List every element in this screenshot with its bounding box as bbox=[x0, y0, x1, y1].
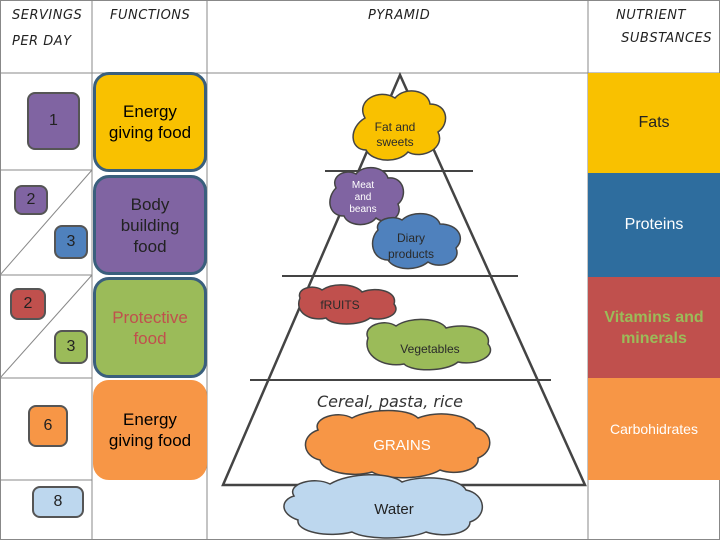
grains-cloud bbox=[304, 409, 491, 479]
meat-beans-label: Meat and beans bbox=[349, 180, 377, 215]
pyramid-header: PYRAMID bbox=[368, 8, 431, 23]
grains-label: GRAINS bbox=[373, 436, 431, 454]
water-label: Water bbox=[374, 500, 414, 518]
fat-sweets-cloud bbox=[352, 90, 447, 161]
cereal-caption: Cereal, pasta, rice bbox=[316, 391, 464, 411]
serving-fats: 1 bbox=[27, 92, 80, 150]
fat-sweets-label: Fat and sweets bbox=[374, 120, 416, 149]
fruits-cloud bbox=[297, 284, 397, 325]
function-energy-giving-1: Energy giving food bbox=[93, 72, 207, 172]
serving-vegetables: 3 bbox=[54, 330, 88, 364]
serving-water: 8 bbox=[32, 486, 84, 518]
serving-grains: 6 bbox=[28, 405, 68, 447]
nutrient-fats: Fats bbox=[588, 73, 720, 173]
vegetables-label: Vegetables bbox=[400, 342, 460, 356]
nutrients-header: NUTRIENT SUBSTANCES bbox=[616, 8, 712, 46]
vegetables-cloud bbox=[366, 318, 492, 371]
functions-header: FUNCTIONS bbox=[110, 8, 191, 23]
function-protective: Protective food bbox=[93, 277, 207, 378]
function-energy-giving-2: Energy giving food bbox=[93, 380, 207, 480]
serving-meat: 2 bbox=[14, 185, 48, 215]
serving-dairy: 3 bbox=[54, 225, 88, 259]
serving-fruits: 2 bbox=[10, 288, 46, 320]
fruits-label: fRUITS bbox=[320, 298, 360, 312]
nutrient-proteins: Proteins bbox=[588, 173, 720, 277]
servings-header: SERVINGS PER DAY bbox=[12, 8, 83, 49]
dairy-cloud bbox=[371, 212, 461, 270]
nutrient-vitamins-minerals: Vitamins and minerals bbox=[588, 277, 720, 378]
dairy-label: Diary products bbox=[387, 231, 435, 261]
function-body-building: Body building food bbox=[93, 175, 207, 275]
meat-beans-cloud bbox=[329, 166, 405, 226]
nutrient-carbohydrates: Carbohidrates bbox=[588, 378, 720, 480]
water-cloud bbox=[283, 474, 483, 539]
